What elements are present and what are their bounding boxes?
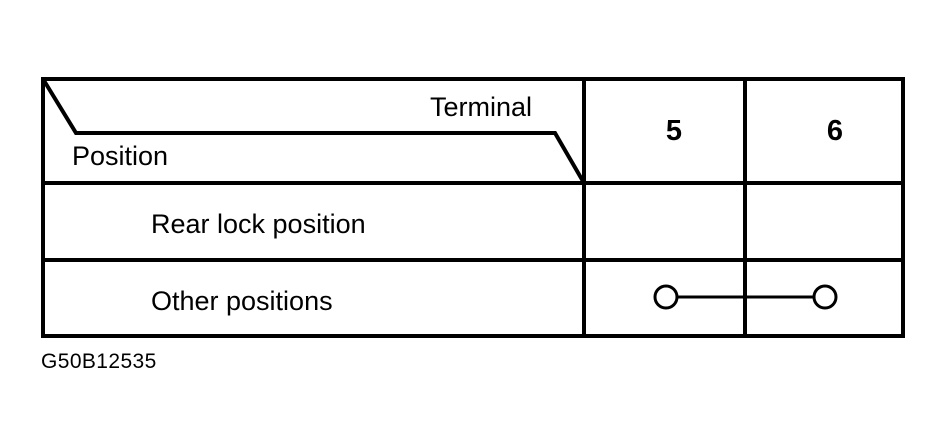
table-grid-lines xyxy=(41,77,905,338)
row-label-other-positions: Other positions xyxy=(151,286,333,316)
column-header-terminal-5: 5 xyxy=(665,115,683,147)
header-terminal-label: Terminal xyxy=(430,92,533,122)
column-header-terminal-6: 6 xyxy=(826,115,844,147)
header-position-label: Position xyxy=(72,141,169,171)
figure-caption: G50B12535 xyxy=(41,350,157,373)
continuity-table: Terminal Position 5 6 Rear lock position… xyxy=(41,77,905,338)
row-label-rear-lock-position: Rear lock position xyxy=(151,209,366,239)
